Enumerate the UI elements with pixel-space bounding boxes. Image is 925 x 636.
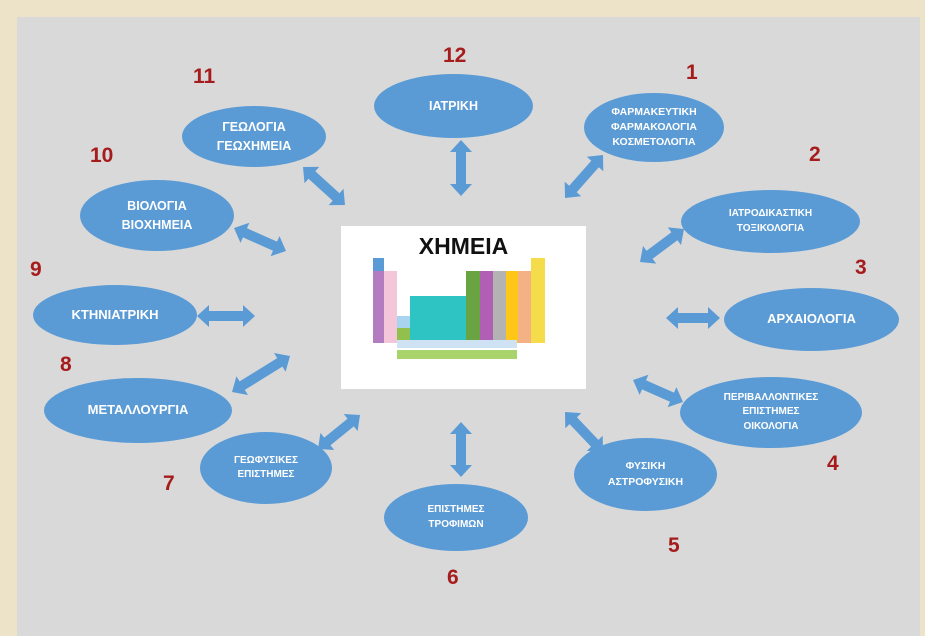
center-title: ΧΗΜΕΙΑ (418, 233, 509, 259)
field-label: ΙΑΤΡΟΔΙΚΑΣΤΙΚΗ ΤΟΞΙΚΟΛΟΓΙΑ (728, 208, 813, 234)
double-arrow-icon-4 (633, 374, 683, 408)
field-label: ΦΑΡΜΑΚΕΥΤΙΚΗ ΦΑΡΜΑΚΟΛΟΓΙΑ ΚΟΣΜΕΤΟΛΟΓΙΑ (611, 105, 697, 149)
field-oval-11: ΓΕΩΛΟΓΙΑ ΓΕΩΧΗΜΕΙΑ (182, 106, 326, 167)
double-arrow-icon-12 (450, 140, 472, 196)
field-oval-7: ΓΕΩΦΥΣΙΚΕΣ ΕΠΙΣΤΗΜΕΣ (200, 432, 332, 504)
field-oval-2: ΙΑΤΡΟΔΙΚΑΣΤΙΚΗ ΤΟΞΙΚΟΛΟΓΙΑ (681, 190, 860, 253)
double-arrow-icon-7 (318, 414, 360, 450)
field-number-3: 3 (855, 256, 867, 279)
double-arrow-icon-6 (450, 422, 472, 477)
field-number-1: 1 (686, 61, 698, 84)
field-label: ΜΕΤΑΛΛΟΥΡΓΙΑ (87, 402, 189, 418)
double-arrow-icon-11 (303, 166, 345, 206)
field-oval-8: ΜΕΤΑΛΛΟΥΡΓΙΑ (44, 378, 232, 443)
field-number-9: 9 (30, 258, 42, 281)
field-oval-1: ΦΑΡΜΑΚΕΥΤΙΚΗ ΦΑΡΜΑΚΟΛΟΓΙΑ ΚΟΣΜΕΤΟΛΟΓΙΑ (584, 93, 724, 162)
double-arrow-icon-2 (640, 227, 684, 264)
field-number-7: 7 (163, 472, 175, 495)
double-arrow-icon-10 (234, 222, 286, 257)
field-label: ΑΡΧΑΙΟΛΟΓΙΑ (767, 311, 856, 327)
field-number-12: 12 (443, 44, 467, 67)
field-label: ΒΙΟΛΟΓΙΑ ΒΙΟΧΗΜΕΙΑ (121, 199, 193, 232)
field-oval-3: ΑΡΧΑΙΟΛΟΓΙΑ (724, 288, 899, 351)
double-arrow-icon-1 (564, 155, 604, 198)
field-oval-9: ΚΤΗΝΙΑΤΡΙΚΗ (33, 285, 197, 345)
double-arrow-icon-5 (565, 412, 603, 452)
periodic-table-icon (373, 258, 545, 359)
field-number-10: 10 (90, 144, 114, 167)
field-label: ΓΕΩΦΥΣΙΚΕΣ ΕΠΙΣΤΗΜΕΣ (234, 454, 298, 481)
field-oval-10: ΒΙΟΛΟΓΙΑ ΒΙΟΧΗΜΕΙΑ (80, 180, 234, 251)
double-arrow-icon-8 (232, 353, 290, 395)
field-oval-12: ΙΑΤΡΙΚΗ (374, 74, 533, 138)
double-arrow-icon-3 (666, 307, 720, 329)
field-label: ΚΤΗΝΙΑΤΡΙΚΗ (71, 306, 159, 322)
field-oval-5: ΦΥΣΙΚΗ ΑΣΤΡΟΦΥΣΙΚΗ (574, 438, 717, 511)
field-number-5: 5 (668, 534, 680, 557)
field-oval-6: ΕΠΙΣΤΗΜΕΣ ΤΡΟΦΙΜΩΝ (384, 484, 528, 551)
field-label: ΠΕΡΙΒΑΛΛΟΝΤΙΚΕΣ ΕΠΙΣΤΗΜΕΣ ΟΙΚΟΛΟΓΙΑ (723, 391, 819, 432)
field-number-8: 8 (60, 353, 72, 376)
field-number-2: 2 (809, 143, 821, 166)
field-number-6: 6 (447, 566, 459, 589)
field-oval-4: ΠΕΡΙΒΑΛΛΟΝΤΙΚΕΣ ΕΠΙΣΤΗΜΕΣ ΟΙΚΟΛΟΓΙΑ (680, 377, 862, 448)
field-number-4: 4 (827, 452, 839, 475)
field-label: ΙΑΤΡΙΚΗ (429, 98, 478, 113)
field-label: ΦΥΣΙΚΗ ΑΣΤΡΟΦΥΣΙΚΗ (607, 460, 684, 488)
field-label: ΕΠΙΣΤΗΜΕΣ ΤΡΟΦΙΜΩΝ (427, 504, 485, 530)
field-number-11: 11 (193, 65, 216, 88)
double-arrow-icon-9 (197, 305, 255, 327)
center-box: ΧΗΜΕΙΑ (341, 226, 586, 389)
field-label: ΓΕΩΛΟΓΙΑ ΓΕΩΧΗΜΕΙΑ (216, 120, 292, 153)
